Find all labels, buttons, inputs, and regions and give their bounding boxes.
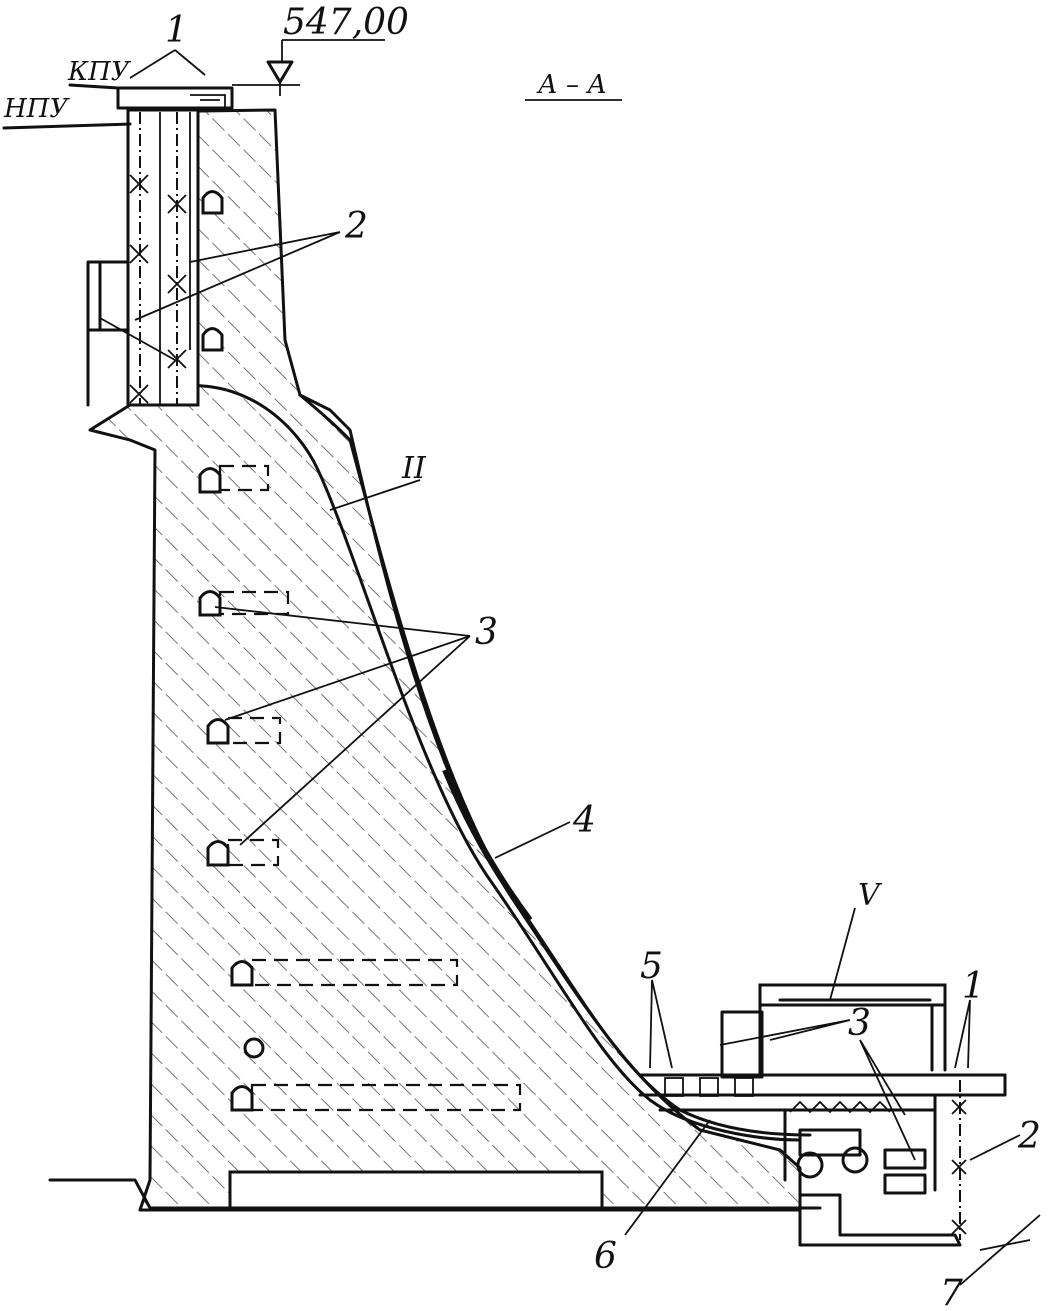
callout-2-top: 2 <box>344 206 368 247</box>
callout-6: 6 <box>594 1236 617 1277</box>
intake-tower-shaft <box>126 108 200 407</box>
spillway-lining-thick <box>442 768 533 922</box>
zone-II-label: II <box>401 451 427 486</box>
callout-3-bottom: 3 <box>848 1003 871 1044</box>
elevation-marker <box>266 39 385 96</box>
inspection-galleries <box>198 190 604 1212</box>
callout-3-mid: 3 <box>475 612 498 653</box>
callout-1-right: 1 <box>962 966 985 1007</box>
kpu-label: КПУ <box>67 57 132 87</box>
callout-5: 5 <box>640 946 663 987</box>
callout-2-right: 2 <box>1017 1116 1041 1157</box>
callout-7: 7 <box>940 1273 963 1311</box>
dam-crest <box>116 86 234 110</box>
trash-rack <box>86 260 130 407</box>
zone-V-label: V <box>858 878 883 913</box>
elevation-label: 547,00 <box>283 2 409 43</box>
kpu-line <box>68 83 120 90</box>
npu-line <box>2 122 132 130</box>
callout-1-top: 1 <box>165 10 188 51</box>
ground-line <box>48 1178 822 1210</box>
npu-label: НПУ <box>3 94 70 124</box>
section-title: А – А <box>536 70 607 100</box>
callout-4: 4 <box>572 800 596 841</box>
gate-marks <box>129 174 187 404</box>
callout-leaders <box>129 49 1041 1286</box>
